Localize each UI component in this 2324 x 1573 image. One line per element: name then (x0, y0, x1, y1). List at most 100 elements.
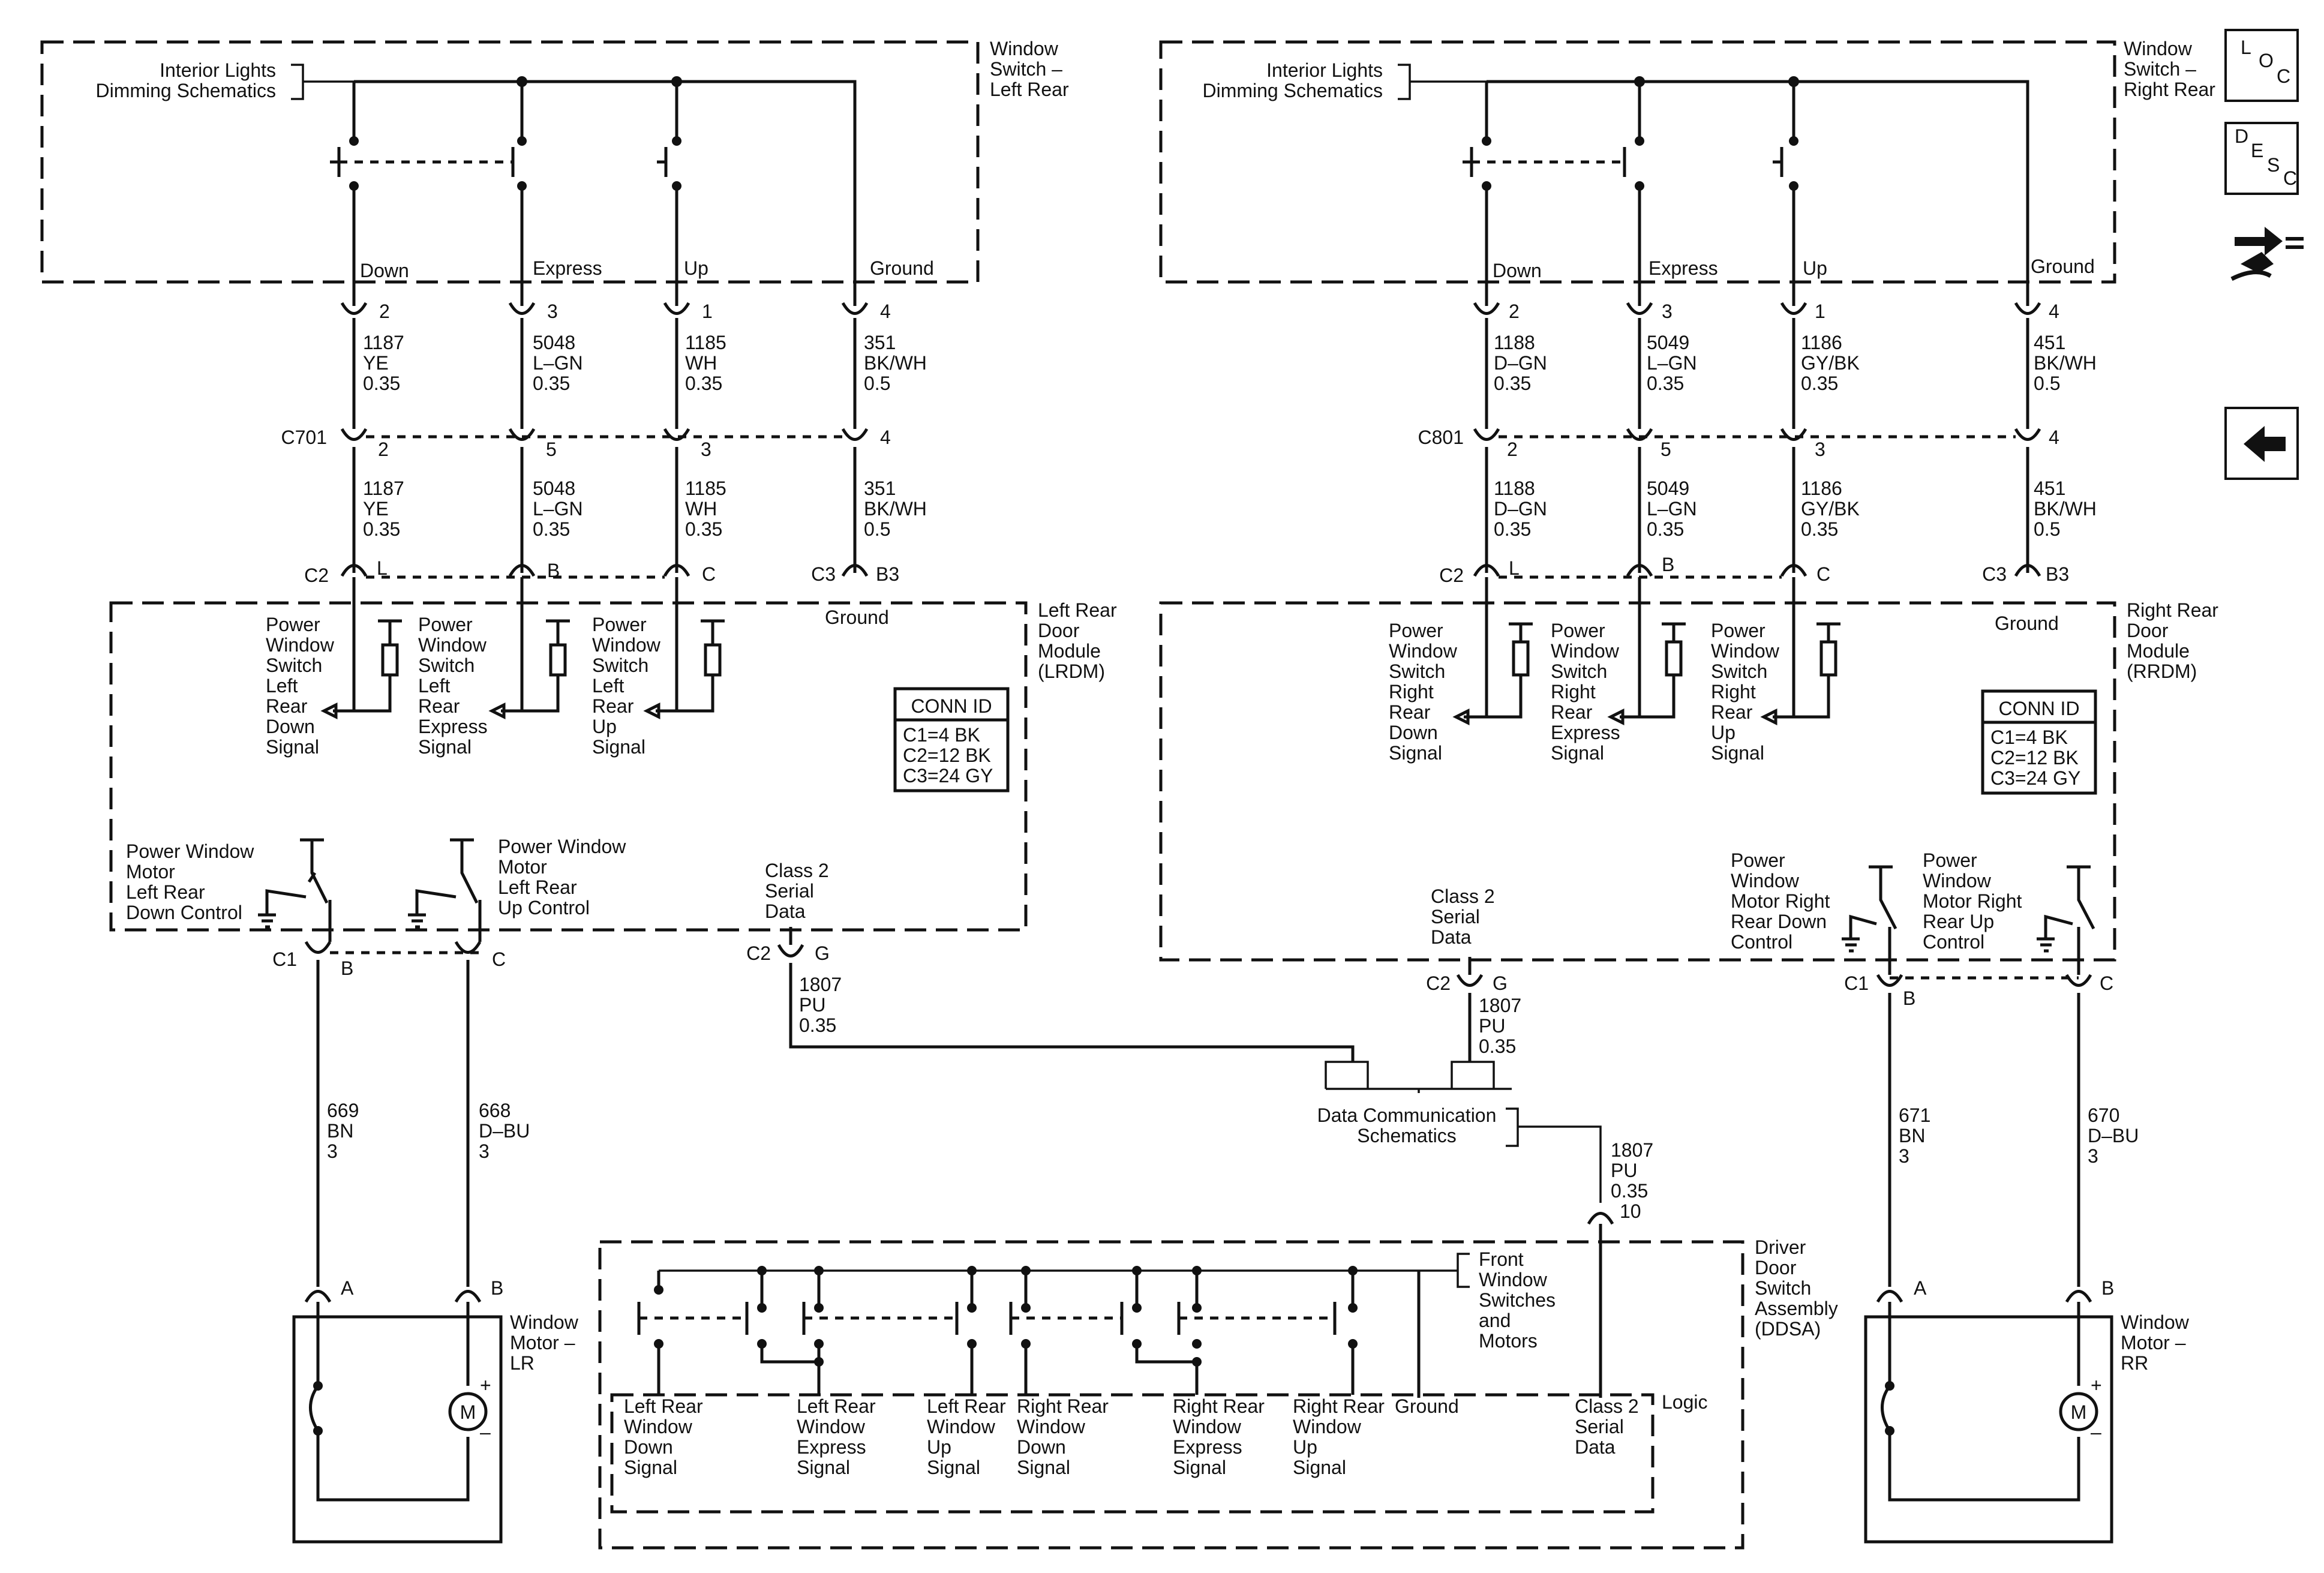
svg-text:C3: C3 (1982, 563, 2007, 585)
svg-text:Schematics: Schematics (1357, 1125, 1456, 1146)
conn-id-box: CONN ID C1=4 BK C2=12 BK C3=24 GY (1981, 689, 2097, 795)
svg-text:5: 5 (1661, 439, 1671, 460)
svg-text:3: 3 (701, 439, 711, 460)
svg-text:0.5: 0.5 (2034, 518, 2060, 540)
svg-text:Control: Control (1731, 931, 1792, 953)
svg-text:Motor Right: Motor Right (1731, 890, 1830, 912)
svg-text:Class 2: Class 2 (765, 860, 829, 881)
svg-text:Up: Up (592, 716, 617, 737)
svg-text:C2: C2 (1426, 972, 1451, 994)
loc-icon[interactable]: L O C (2224, 29, 2299, 102)
svg-text:Window: Window (1173, 1416, 1242, 1437)
svg-text:B: B (1662, 554, 1674, 575)
pin-number: 3 (547, 301, 558, 322)
svg-text:Window: Window (418, 634, 487, 656)
desc-icon[interactable]: D E S C (2224, 122, 2299, 195)
svg-text:E: E (2251, 140, 2263, 161)
svg-text:Up Control: Up Control (498, 897, 590, 918)
svg-text:Up: Up (1711, 722, 1736, 743)
svg-text:Signal: Signal (266, 736, 319, 758)
svg-text:Rear Up: Rear Up (1923, 911, 1994, 932)
svg-text:668: 668 (479, 1100, 511, 1121)
svg-text:M: M (2071, 1401, 2087, 1423)
svg-text:Down: Down (624, 1436, 673, 1458)
svg-text:B: B (1903, 987, 1915, 1009)
switch-title: Switch – (990, 58, 1062, 80)
svg-text:3: 3 (479, 1140, 490, 1162)
svg-text:C801: C801 (1418, 427, 1464, 448)
svg-text:Window: Window (1479, 1269, 1548, 1290)
svg-text:0.35: 0.35 (1479, 1035, 1516, 1057)
svg-text:Express: Express (1551, 722, 1620, 743)
svg-text:Switch: Switch (418, 655, 475, 676)
svg-text:Serial: Serial (1575, 1416, 1624, 1437)
svg-text:1807: 1807 (799, 974, 842, 995)
svg-text:YE: YE (363, 352, 389, 374)
svg-text:C2: C2 (746, 942, 771, 964)
svg-text:671: 671 (1899, 1104, 1930, 1126)
svg-text:C1: C1 (1844, 972, 1869, 994)
svg-text:Driver: Driver (1755, 1236, 1806, 1258)
svg-text:Switches: Switches (1479, 1289, 1556, 1311)
svg-text:1188: 1188 (1494, 332, 1535, 353)
svg-text:Ground: Ground (1995, 613, 2059, 634)
svg-text:Window: Window (2121, 1311, 2190, 1333)
svg-text:Rear: Rear (1389, 701, 1431, 723)
svg-text:Class 2: Class 2 (1431, 885, 1495, 907)
svg-text:Signal: Signal (1711, 742, 1764, 764)
svg-text:1807: 1807 (1479, 995, 1521, 1016)
svg-text:Window: Window (1711, 640, 1780, 662)
svg-text:0.35: 0.35 (799, 1014, 836, 1036)
svg-text:Motor: Motor (498, 856, 547, 878)
svg-text:Signal: Signal (1293, 1457, 1346, 1478)
svg-text:0.35: 0.35 (533, 373, 570, 394)
svg-text:Express: Express (797, 1436, 866, 1458)
svg-text:Up: Up (1803, 257, 1827, 279)
svg-text:A: A (1914, 1277, 1927, 1299)
back-arrow-icon[interactable] (2224, 407, 2299, 480)
svg-text:C2: C2 (1439, 565, 1464, 586)
svg-text:Express: Express (1173, 1436, 1242, 1458)
svg-text:BK/WH: BK/WH (864, 352, 927, 374)
svg-text:B3: B3 (876, 563, 899, 585)
svg-text:Class 2: Class 2 (1575, 1395, 1639, 1417)
svg-text:C2: C2 (304, 565, 329, 586)
svg-text:3: 3 (2088, 1145, 2098, 1167)
svg-text:BN: BN (327, 1120, 353, 1142)
svg-text:2: 2 (1507, 439, 1518, 460)
svg-text:Up: Up (927, 1436, 951, 1458)
svg-text:Window: Window (927, 1416, 996, 1437)
svg-text:Left: Left (592, 675, 624, 697)
svg-text:Window: Window (1017, 1416, 1086, 1437)
svg-text:Ground: Ground (2031, 256, 2095, 277)
svg-text:Switch: Switch (1755, 1277, 1811, 1299)
svg-text:Front: Front (1479, 1248, 1524, 1270)
svg-text:Right: Right (1551, 681, 1596, 703)
svg-text:C3=24 GY: C3=24 GY (903, 765, 993, 786)
svg-text:0.35: 0.35 (363, 373, 400, 394)
svg-text:PU: PU (1479, 1015, 1505, 1037)
svg-text:C3=24 GY: C3=24 GY (1990, 767, 2080, 789)
svg-text:Window: Window (624, 1416, 693, 1437)
connector-swap-icon[interactable] (2230, 227, 2304, 281)
svg-text:L–GN: L–GN (1647, 352, 1697, 374)
svg-text:Rear Down: Rear Down (1731, 911, 1827, 932)
svg-text:1807: 1807 (1611, 1139, 1653, 1161)
svg-text:C: C (1816, 563, 1830, 585)
svg-text:Data Communication: Data Communication (1317, 1104, 1497, 1126)
feed-label: Dimming Schematics (95, 80, 276, 101)
svg-text:1187: 1187 (363, 332, 404, 353)
svg-text:–: – (2091, 1421, 2101, 1443)
svg-text:Signal: Signal (1173, 1457, 1226, 1478)
svg-text:Signal: Signal (624, 1457, 677, 1478)
svg-text:Right Rear: Right Rear (1173, 1395, 1265, 1417)
svg-text:Rear: Rear (418, 695, 460, 717)
svg-text:Express: Express (418, 716, 488, 737)
terminal-label: Down (360, 260, 409, 281)
